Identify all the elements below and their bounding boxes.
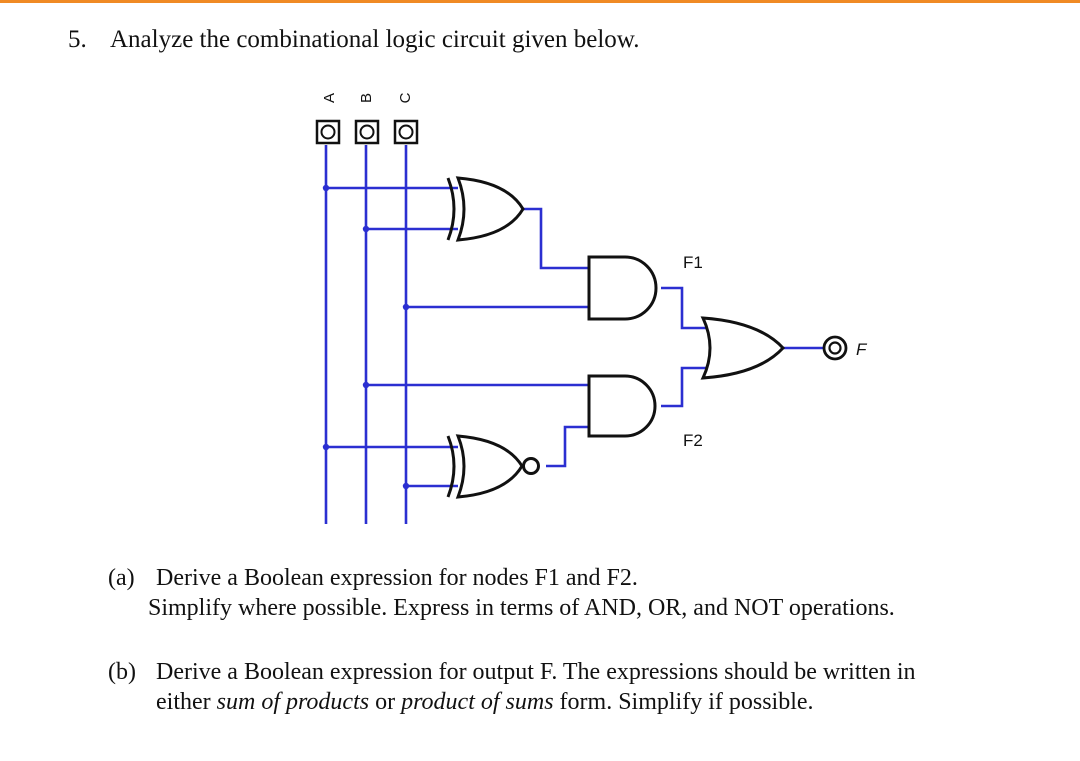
part-b-text1: Derive a Boolean expression for output F… bbox=[156, 659, 916, 685]
node-label-f2: F2 bbox=[683, 431, 703, 450]
part-b-line1: (b) Derive a Boolean expression for outpu… bbox=[108, 657, 916, 687]
input-label-a: A bbox=[321, 93, 338, 103]
and-gate-f1 bbox=[587, 255, 658, 321]
part-b-term-sop: sum of products bbox=[216, 689, 370, 715]
junction-b2 bbox=[362, 381, 370, 389]
input-labels: A B C bbox=[321, 92, 414, 103]
part-b-text2-mid: or bbox=[369, 689, 402, 715]
part-b-term-pos: product of sums bbox=[401, 689, 554, 715]
part-a-line2: Simplify where possible. Express in term… bbox=[148, 595, 895, 621]
junction-b1 bbox=[362, 225, 370, 233]
question-heading: 5. Analyze the combinational logic circui… bbox=[68, 26, 639, 54]
node-label-f1: F1 bbox=[683, 253, 703, 272]
input-pins bbox=[315, 119, 419, 145]
xnor-inversion-bubble bbox=[522, 457, 540, 475]
wires bbox=[324, 145, 823, 524]
junction-c1 bbox=[402, 303, 410, 311]
gates bbox=[446, 176, 786, 499]
output-pin[interactable] bbox=[822, 335, 848, 361]
xnor-gate bbox=[446, 434, 540, 499]
part-a: (a) Derive a Boolean expression for nodes… bbox=[108, 563, 895, 623]
top-accent-rule bbox=[0, 0, 1080, 3]
part-a-label: (a) bbox=[108, 565, 135, 591]
junction-a1 bbox=[322, 184, 330, 192]
wire-f1-to-or bbox=[661, 286, 713, 330]
part-b-text2-pre: either bbox=[156, 689, 217, 715]
xor-gate bbox=[446, 176, 525, 242]
input-label-c: C bbox=[397, 92, 414, 103]
junction-a2 bbox=[322, 443, 330, 451]
part-a-text1: Derive a Boolean expression for nodes F1… bbox=[156, 565, 638, 591]
input-pin-b[interactable] bbox=[354, 119, 380, 145]
and-gate-f2 bbox=[587, 374, 657, 438]
question-number: 5. bbox=[68, 26, 87, 53]
wire-xnor-to-and2 bbox=[546, 425, 589, 468]
or-gate-output bbox=[700, 316, 786, 380]
wire-xor-to-and1 bbox=[523, 207, 589, 270]
input-label-b: B bbox=[358, 93, 375, 103]
output-label-f: F bbox=[856, 340, 868, 359]
junction-dots bbox=[322, 184, 410, 490]
wire-f2-to-or bbox=[661, 366, 713, 408]
part-b: (b) Derive a Boolean expression for outpu… bbox=[108, 657, 916, 717]
input-pin-c[interactable] bbox=[393, 119, 419, 145]
part-b-line2: either sum of products or product of sum… bbox=[108, 687, 916, 717]
input-pin-a[interactable] bbox=[315, 119, 341, 145]
part-b-label: (b) bbox=[108, 659, 136, 685]
part-a-line1: (a) Derive a Boolean expression for nodes… bbox=[108, 563, 895, 593]
junction-c2 bbox=[402, 482, 410, 490]
question-text: Analyze the combinational logic circuit … bbox=[110, 26, 640, 53]
part-b-text2-post: form. Simplify if possible. bbox=[553, 689, 814, 715]
